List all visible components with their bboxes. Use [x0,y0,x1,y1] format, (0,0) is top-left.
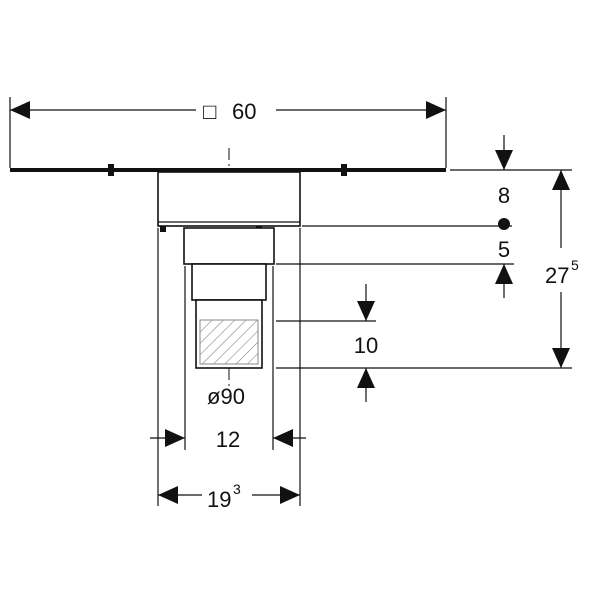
arrow-right-icon [280,486,300,504]
body-clip-left [160,226,166,232]
outlet-diameter-label: ø90 [207,384,245,409]
arrow-right-icon [426,101,446,119]
arrow-left-icon [273,429,293,447]
plate-tab-left [108,164,114,168]
arrow-down-icon [552,348,570,368]
body-collar [183,227,275,265]
outlet-hatch-section [199,319,259,365]
dimension-heights: 8 5 10 27 5 [276,135,579,402]
plate-body [10,168,446,172]
arrow-down-icon [495,150,513,170]
arrow-up-icon [495,264,513,284]
plate-to-body-label: 8 [498,183,510,208]
total-height-label: 27 [545,263,569,288]
dimension-widths: ø90 12 19 3 [150,228,306,512]
square-symbol: □ [203,99,216,124]
plate-tab-right [341,164,347,168]
arrow-left-icon [10,101,30,119]
body-width-superscript: 3 [233,481,241,497]
total-height-superscript: 5 [571,257,579,273]
arrow-right-icon [165,429,185,447]
dimension-plate-width: □ 60 [9,97,447,168]
outlet-width-label: 12 [216,427,240,452]
arrow-up-icon [357,368,375,388]
arrow-left-icon [158,486,178,504]
plate-width-label: 60 [232,99,256,124]
dimension-dot-icon [498,218,510,230]
arrow-down-icon [357,301,375,321]
arrow-up-icon [552,170,570,190]
outlet-upper [191,263,267,301]
outlet-length-label: 10 [354,333,378,358]
body-housing [157,171,301,227]
drain-plate [10,164,446,176]
drain-body [157,171,301,369]
body-to-outlet-label: 5 [498,237,510,262]
body-width-label: 19 [207,487,231,512]
